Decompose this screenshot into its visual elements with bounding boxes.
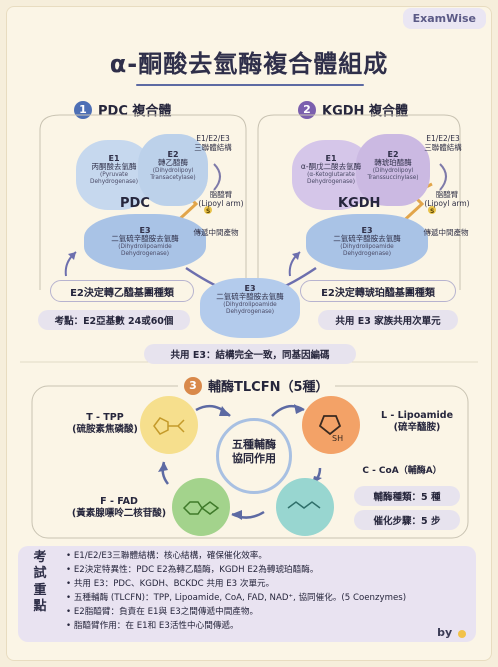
section-number-2: 2 bbox=[298, 100, 316, 119]
exam-point-4: 五種輔酶 (TLCFN)：TPP, Lipoamide, CoA, FAD, N… bbox=[66, 592, 470, 606]
section-number-1: 1 bbox=[74, 100, 92, 119]
byline: by bbox=[437, 626, 468, 639]
coa-structure-icon bbox=[287, 501, 321, 509]
lipoamide-sh-label: SH bbox=[332, 434, 344, 443]
pdc-lipoyl-note: 脂醯臂(Lipoyl arm) bbox=[198, 190, 244, 208]
lipoamide-label: L - Lipoamide(硫辛醯胺) bbox=[380, 410, 454, 433]
exam-point-5: E2脂醯臂：負責在 E1與 E3之間傳遞中間產物。 bbox=[66, 606, 470, 620]
coa-node bbox=[276, 478, 334, 536]
pdc-pass-note: 傳遞中間產物 bbox=[193, 228, 239, 237]
section-coenzyme-title: 輔酶TLCFN（5種） bbox=[208, 380, 329, 395]
kgdh-center-label: KGDH bbox=[338, 196, 381, 211]
svg-text:S: S bbox=[206, 208, 210, 215]
pdc-panel-outline bbox=[39, 114, 247, 290]
fad-node bbox=[172, 478, 230, 536]
pdc-e2-blob bbox=[138, 134, 208, 206]
kgdh-lipoyl-sulfur bbox=[428, 206, 436, 214]
catalytic-steps-pill: 催化步驟：5 步 bbox=[354, 510, 460, 530]
fad-structure-icon bbox=[182, 501, 220, 515]
exam-point-3: 共用 E3：PDC、KGDH、BCKDC 共用 E3 次單元。 bbox=[66, 578, 470, 592]
kgdh-pass-note: 傳遞中間產物 bbox=[423, 228, 469, 237]
pdc-exam-point-pill: 考點：E2亞基數 24或60個 bbox=[38, 310, 190, 330]
exam-points-list: E1/E2/E3三聯體結構：核心結構，確保催化效率。 E2決定特異性：PDC E… bbox=[66, 550, 470, 634]
page-title: α-酮酸去氫酶複合體組成 bbox=[109, 50, 389, 78]
pdc-e3-blob bbox=[84, 214, 206, 270]
lipoamide-node: SH bbox=[302, 396, 360, 454]
tpp-node bbox=[140, 396, 198, 454]
svg-text:S: S bbox=[430, 208, 434, 215]
kgdh-panel-outline bbox=[257, 114, 461, 290]
section-number-3: 3 bbox=[184, 376, 202, 395]
coenzyme-center-circle bbox=[216, 418, 292, 494]
exam-point-1: E1/E2/E3三聯體結構：核心結構，確保催化效率。 bbox=[66, 550, 470, 564]
sun-logo-icon bbox=[458, 630, 466, 638]
shared-e3-blob bbox=[200, 278, 300, 338]
coenzyme-count-pill: 輔酶種類：5 種 bbox=[354, 486, 460, 506]
exam-points-tag: 考試重點 bbox=[33, 550, 47, 614]
brand-badge: ExamWise bbox=[402, 8, 486, 29]
title-underline bbox=[136, 84, 364, 86]
kgdh-pointer-arrow bbox=[439, 163, 447, 191]
pdc-lipoyl-sulfur bbox=[204, 206, 212, 214]
pdc-center-label: PDC bbox=[120, 196, 150, 211]
pdc-pointer-arrow bbox=[213, 163, 221, 191]
coa-label: C - CoA（輔酶A） bbox=[362, 466, 442, 476]
shared-e3-note-pill: 共用 E3：結構完全一致，同基因編碼 bbox=[144, 344, 356, 364]
section-coenzyme-header: 3 輔酶TLCFN（5種） bbox=[178, 376, 335, 395]
kgdh-shared-e3-pill: 共用 E3 家族共用次單元 bbox=[318, 310, 458, 330]
coenzyme-center-label: 五種輔酶協同作用 bbox=[232, 438, 276, 465]
kgdh-e3-blob bbox=[306, 214, 428, 270]
kgdh-e2-blob bbox=[356, 134, 430, 206]
exam-point-6: 脂醯臂作用：在 E1和 E3活性中心間傳遞。 bbox=[66, 620, 470, 634]
lipoamide-ring-icon bbox=[318, 415, 342, 436]
pdc-e2-role-pill: E2決定轉乙醯基團種類 bbox=[50, 280, 194, 302]
kgdh-lipoyl-note: 脂醯臂(Lipoyl arm) bbox=[424, 190, 470, 208]
exam-point-2: E2決定特異性：PDC E2為轉乙醯酶，KGDH E2為轉琥珀醯酶。 bbox=[66, 564, 470, 578]
tpp-structure-icon bbox=[153, 417, 185, 435]
kgdh-e2-role-pill: E2決定轉琥珀醯基團種類 bbox=[300, 280, 456, 302]
fad-label: F - FAD(黃素腺嘌呤二核苷酸) bbox=[71, 496, 167, 519]
tpp-label: T - TPP(硫胺素焦磷酸) bbox=[72, 412, 138, 435]
